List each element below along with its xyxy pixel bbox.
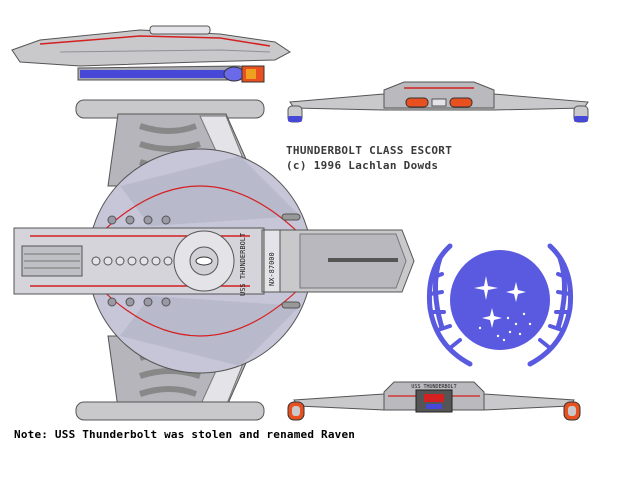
rear-view: USS THUNDERBOLT [287,381,581,421]
hull-registry-marking: NX-87000 [268,252,276,286]
front-view [287,81,589,123]
footnote: Note: USS Thunderbolt was stolen and ren… [14,428,356,441]
federation-emblem-icon [426,243,574,367]
credit-line: (c) 1996 Lachlan Dowds [286,159,439,172]
top-view: USS THUNDERBOLT NX-87000 [13,99,415,421]
rear-name-marking: USS THUNDERBOLT [411,384,456,390]
heading: THUNDERBOLT CLASS ESCORT (c) 1996 Lachla… [286,143,452,173]
side-view [11,25,291,83]
hull-name-marking: USS THUNDERBOLT [239,232,247,296]
page-title: THUNDERBOLT CLASS ESCORT [286,144,453,157]
